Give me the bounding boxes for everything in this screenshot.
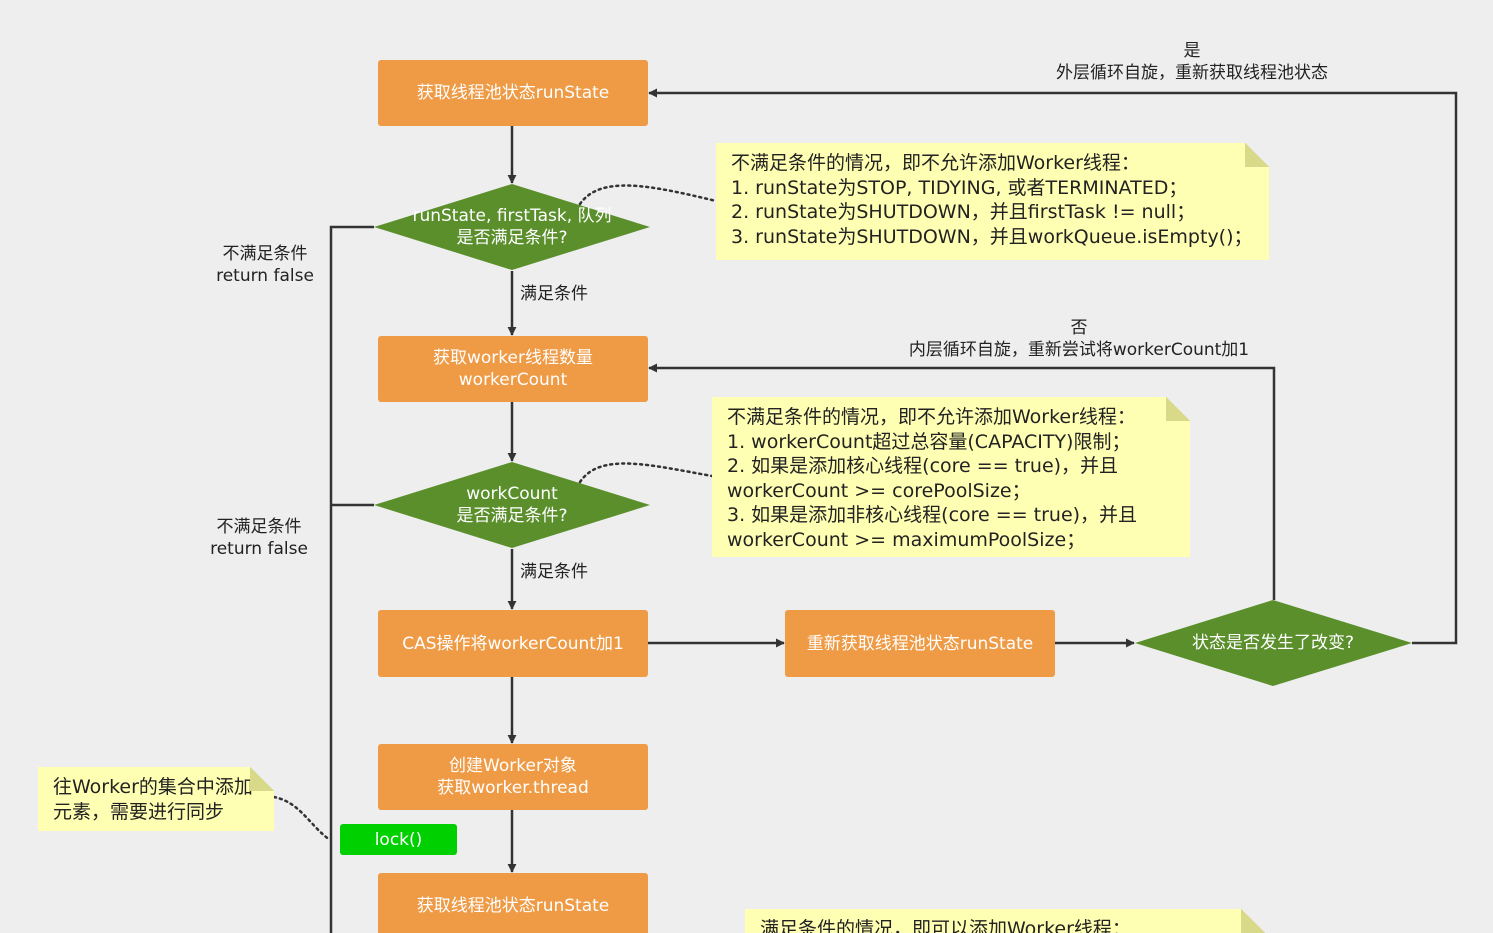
note-2-line-1: 不满足条件的情况，即不允许添加Worker线程： [727,406,1136,428]
outer-loop-yes: 是 [1183,41,1201,61]
note-1-line-3: 2. runState为SHUTDOWN，并且firstTask != null… [731,201,1196,223]
reget-run-state-label: 重新获取线程池状态runState [806,633,1034,654]
check-run-state-line-1: runState, firstTask, 队列 [412,206,612,226]
check-worker-count-line-2: 是否满足条件? [456,506,568,526]
note-2-line-3: 2. 如果是添加核心线程(core == true)，并且 [727,455,1119,477]
note-fold [1166,397,1190,421]
satisfied-label-1: 满足条件 [520,283,588,305]
unsatisfied-2-line-1: 不满足条件 [216,517,302,537]
check-worker-count-line-1: workCount [466,484,558,504]
inner-loop-no: 否 [1070,318,1088,338]
note-bottom: 满足条件的情况，即可以添加Worker线程： [745,909,1265,933]
note-4-line-1: 满足条件的情况，即可以添加Worker线程： [760,918,1131,933]
outer-loop-text: 外层循环自旋，重新获取线程池状态 [1056,63,1328,83]
get-run-state-2-label: 获取线程池状态runState [416,896,610,916]
note-fold [1245,143,1269,167]
get-run-state-2-box: 获取线程池状态runState [378,873,648,933]
lock-box: lock() [340,824,457,855]
edge-return-false-1 [329,225,374,933]
state-changed-label: 状态是否发生了改变? [1191,633,1355,653]
satisfied-label-1-text: 满足条件 [520,284,588,304]
note-worker-count-conditions: 不满足条件的情况，即不允许添加Worker线程： 1. workerCount超… [712,397,1190,557]
unsatisfied-label-2: 不满足条件 return false [199,516,319,560]
reget-run-state-box: 重新获取线程池状态runState [785,610,1055,677]
check-worker-count-text: workCount 是否满足条件? [380,482,644,528]
state-changed-text: 状态是否发生了改变? [1140,631,1406,655]
inner-loop-label: 否 内层循环自旋，重新尝试将workerCount加1 [899,317,1259,361]
outer-loop-label: 是 外层循环自旋，重新获取线程池状态 [1042,40,1342,84]
cas-increment-box: CAS操作将workerCount加1 [378,610,648,677]
note-2-line-4: workerCount >= corePoolSize； [727,479,1031,502]
note-run-state-conditions: 不满足条件的情况，即不允许添加Worker线程： 1. runState为STO… [716,143,1269,260]
create-worker-line-2: 获取worker.thread [437,778,589,798]
note-2-line-5: 3. 如果是添加非核心线程(core == true)，并且 [727,504,1138,526]
note-2-line-6: workerCount >= maximumPoolSize； [727,528,1086,551]
create-worker-line-1: 创建Worker对象 [449,756,577,776]
decision-diamond-state-changed [1135,600,1412,686]
edge-outer-loop [648,88,1458,645]
get-worker-count-box: 获取worker线程数量 workerCount [378,336,648,402]
get-run-state-label: 获取线程池状态runState [416,83,610,103]
note-connector-sync [272,795,332,842]
note-3-line-2: 元素，需要进行同步 [53,800,225,823]
edge-inner-loop [648,363,1276,600]
note-connector-worker-count [578,462,714,484]
note-1-line-2: 1. runState为STOP, TIDYING, 或者TERMINATED； [731,176,1188,199]
note-connector-run-state [578,184,718,206]
unsatisfied-label-1: 不满足条件 return false [205,243,325,287]
check-run-state-line-2: 是否满足条件? [456,228,568,248]
unsatisfied-2-line-2: return false [210,539,308,559]
satisfied-label-2-text: 满足条件 [520,562,588,582]
cas-increment-label: CAS操作将workerCount加1 [402,633,624,654]
unsatisfied-1-line-2: return false [216,266,314,286]
note-1-line-4: 3. runState为SHUTDOWN，并且workQueue.isEmpty… [731,225,1253,248]
get-worker-count-line-2: workerCount [458,370,568,390]
unsatisfied-1-line-1: 不满足条件 [222,244,308,264]
lock-label: lock() [374,829,423,850]
satisfied-label-2: 满足条件 [520,561,588,583]
note-fold [1241,909,1265,933]
note-fold [250,767,274,791]
get-worker-count-line-1: 获取worker线程数量 [433,348,593,368]
note-2-line-2: 1. workerCount超过总容量(CAPACITY)限制； [727,430,1131,453]
get-run-state-box: 获取线程池状态runState [378,60,648,126]
note-sync: 往Worker的集合中添加 元素，需要进行同步 [38,767,274,831]
note-3-line-1: 往Worker的集合中添加 [53,776,253,798]
decision-diamond-run-state [374,184,650,270]
note-1-line-1: 不满足条件的情况，即不允许添加Worker线程： [731,152,1140,174]
create-worker-box: 创建Worker对象 获取worker.thread [378,744,648,810]
check-run-state-text: runState, firstTask, 队列 是否满足条件? [380,204,644,250]
decision-diamond-worker-count [374,462,650,548]
inner-loop-text: 内层循环自旋，重新尝试将workerCount加1 [908,340,1250,360]
